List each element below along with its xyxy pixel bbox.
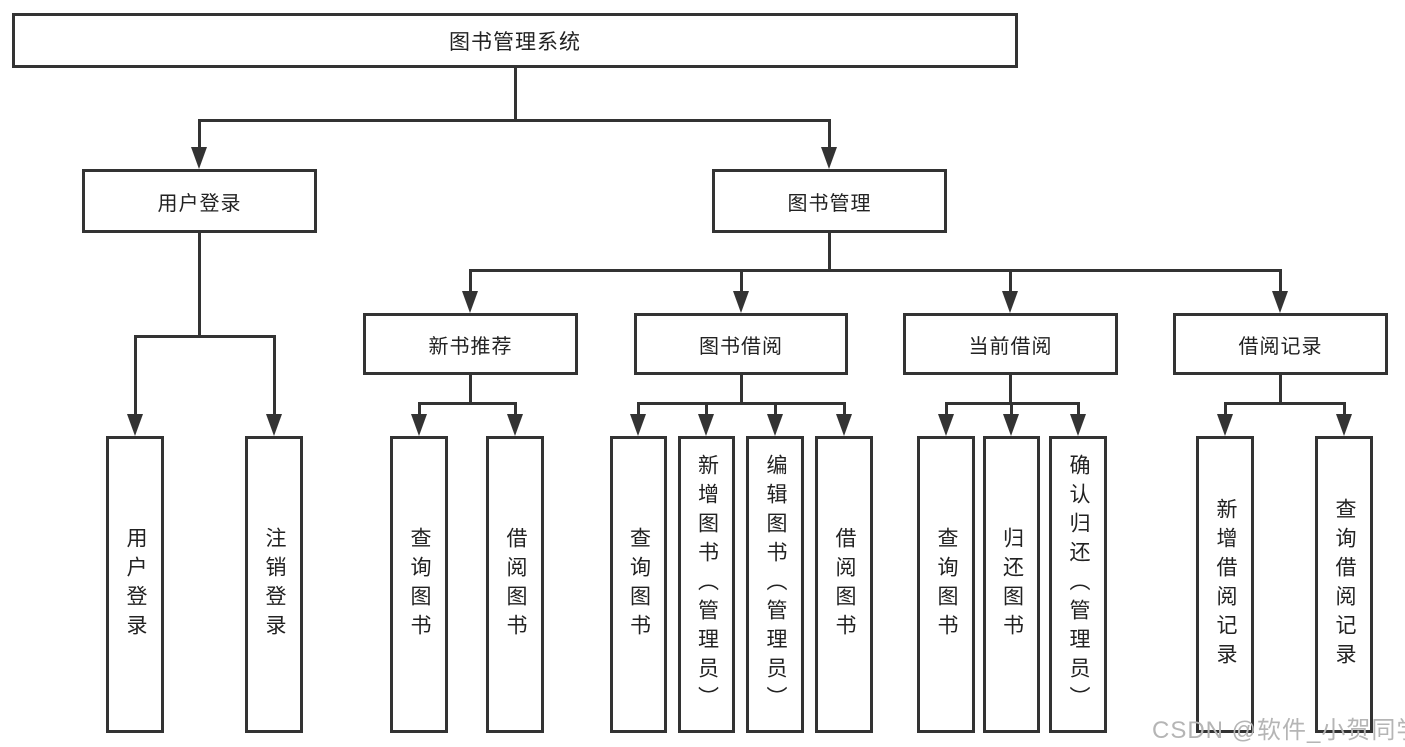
connector-line [1077, 402, 1080, 416]
connector-line [134, 335, 275, 338]
leaf-user-login: 用户登录 [106, 436, 164, 733]
connector-line [1343, 402, 1346, 416]
node-borrow-records: 借阅记录 [1173, 313, 1388, 375]
node-book-borrow: 图书借阅 [634, 313, 848, 375]
connector-line [843, 402, 846, 416]
arrowhead-down-icon [1002, 291, 1018, 313]
connector-line [198, 119, 831, 122]
leaf-edit-books-admin: 编辑图书（管理员） [746, 436, 804, 733]
leaf-add-books-admin: 新增图书（管理员） [678, 436, 735, 733]
leaf-return-books: 归还图书 [983, 436, 1040, 733]
leaf-add-borrow-record: 新增借阅记录 [1196, 436, 1254, 733]
arrowhead-down-icon [191, 147, 207, 169]
connector-line [828, 233, 831, 272]
node-new-book-recommend: 新书推荐 [363, 313, 578, 375]
connector-line [273, 335, 276, 415]
arrowhead-down-icon [836, 414, 852, 436]
connector-line [637, 402, 845, 405]
connector-line [134, 335, 137, 415]
arrowhead-down-icon [733, 291, 749, 313]
connector-line [740, 375, 743, 405]
arrowhead-down-icon [630, 414, 646, 436]
connector-line [198, 233, 201, 337]
node-library-management-system: 图书管理系统 [12, 13, 1018, 68]
leaf-query-borrow-record: 查询借阅记录 [1315, 436, 1373, 733]
leaf-confirm-return-admin: 确认归还（管理员） [1049, 436, 1107, 733]
leaf-query-books-current: 查询图书 [917, 436, 975, 733]
leaf-query-books-borrow: 查询图书 [610, 436, 667, 733]
arrowhead-down-icon [1003, 414, 1019, 436]
connector-line [774, 402, 777, 416]
node-current-borrow: 当前借阅 [903, 313, 1118, 375]
arrowhead-down-icon [1336, 414, 1352, 436]
connector-line [828, 119, 831, 149]
connector-line [514, 402, 517, 416]
leaf-query-books-recommend: 查询图书 [390, 436, 448, 733]
connector-line [1279, 375, 1282, 405]
leaf-borrow-books: 借阅图书 [815, 436, 873, 733]
connector-line [1224, 402, 1227, 416]
connector-line [740, 269, 743, 293]
arrowhead-down-icon [1217, 414, 1233, 436]
connector-line [1224, 402, 1345, 405]
arrowhead-down-icon [938, 414, 954, 436]
connector-line [514, 68, 517, 121]
arrowhead-down-icon [1070, 414, 1086, 436]
arrowhead-down-icon [266, 414, 282, 436]
connector-line [418, 402, 516, 405]
connector-line [1009, 269, 1012, 293]
arrowhead-down-icon [411, 414, 427, 436]
connector-line [469, 269, 1281, 272]
arrowhead-down-icon [698, 414, 714, 436]
connector-line [705, 402, 708, 416]
leaf-borrow-books-recommend: 借阅图书 [486, 436, 544, 733]
connector-line [945, 402, 948, 416]
arrowhead-down-icon [127, 414, 143, 436]
connector-line [1279, 269, 1282, 293]
connector-line [198, 119, 201, 149]
connector-line [1010, 402, 1013, 416]
node-book-management: 图书管理 [712, 169, 947, 233]
connector-line [469, 269, 472, 293]
arrowhead-down-icon [1272, 291, 1288, 313]
connector-line [637, 402, 640, 416]
arrowhead-down-icon [767, 414, 783, 436]
arrowhead-down-icon [821, 147, 837, 169]
csdn-watermark: CSDN @软件_小贺同学 [1152, 717, 1405, 744]
node-user-login: 用户登录 [82, 169, 317, 233]
arrowhead-down-icon [462, 291, 478, 313]
leaf-logout: 注销登录 [245, 436, 303, 733]
connector-line [418, 402, 421, 416]
arrowhead-down-icon [507, 414, 523, 436]
connector-line [1009, 375, 1012, 405]
connector-line [469, 375, 472, 405]
